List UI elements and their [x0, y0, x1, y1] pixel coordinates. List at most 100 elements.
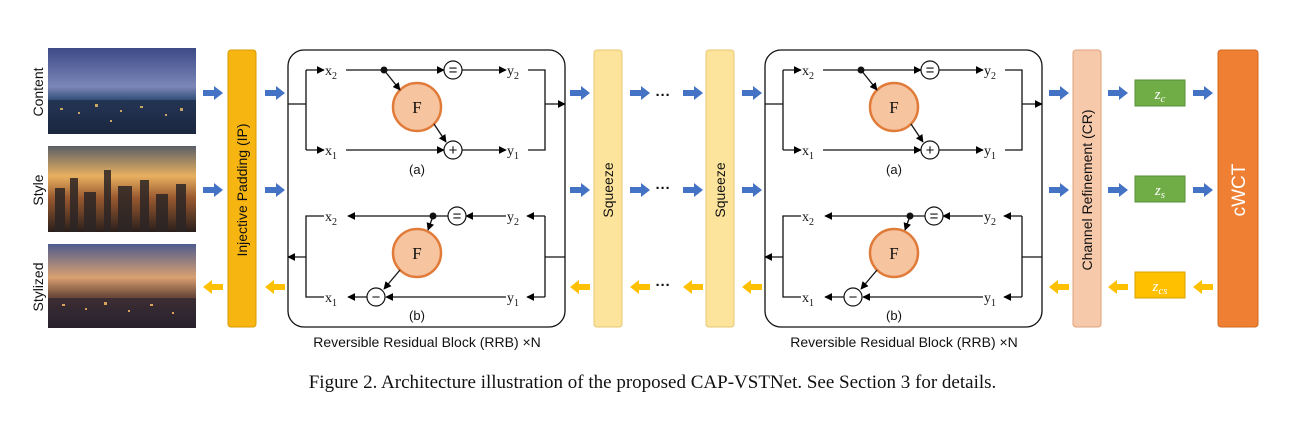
squeeze-box-2	[705, 49, 735, 328]
rrb-b-eq-op: =	[924, 206, 944, 226]
rrb-a-x1-label: x1	[802, 144, 814, 162]
cwct-label: cWCT	[1229, 163, 1250, 216]
zcs-box	[1134, 271, 1186, 299]
forward-arrow	[203, 86, 223, 100]
rrb-a-y1-label: y1	[507, 144, 519, 162]
content-image	[48, 48, 196, 134]
forward-arrow	[1193, 183, 1213, 197]
rrb-a-plus-op: +	[920, 140, 940, 160]
forward-arrow	[742, 183, 762, 197]
figure-caption: Figure 2. Architecture illustration of t…	[308, 372, 997, 393]
rrb-a-eq-op: =	[443, 60, 463, 80]
forward-arrow	[630, 183, 650, 197]
rrb-a-x2-label: x2	[802, 64, 814, 82]
rrb-panels: x2x1=y2+y1F(a)y2y1=x2−x1F(b)x2x1=y2+y1F(…	[287, 49, 1043, 328]
svg-text:+: +	[449, 142, 458, 159]
rrb-b-x1-label: x1	[802, 291, 814, 309]
style-image	[48, 146, 196, 232]
rrb-a-to-f	[383, 69, 401, 91]
squeeze-label-2: Squeeze	[712, 162, 728, 217]
rrb-b-f-to-minus	[383, 269, 401, 290]
rrb-b-y1-label: y1	[507, 291, 519, 309]
svg-text:=: =	[926, 62, 935, 79]
style-label: Style	[30, 174, 46, 205]
rrb-caption-1: Reversible Residual Block (RRB) ×N	[313, 334, 541, 350]
rrb-a-sublabel: (a)	[886, 162, 902, 177]
rrb-b-to-f	[426, 215, 435, 231]
forward-arrow	[1108, 183, 1128, 197]
ellipsis-bottom: ···	[656, 277, 671, 294]
zc-label: zc	[1154, 87, 1166, 105]
reverse-arrow	[570, 280, 590, 294]
rrb-b-y2-label: y2	[507, 210, 519, 228]
rrb-caption-2: Reversible Residual Block (RRB) ×N	[790, 334, 1018, 350]
forward-arrow	[203, 183, 223, 197]
forward-arrow	[630, 86, 650, 100]
reverse-arrow	[630, 280, 650, 294]
rrb-b-f-to-minus	[860, 269, 878, 290]
rrb-a-right-merge	[528, 69, 546, 151]
rrb-frame	[764, 49, 1043, 328]
reverse-arrow	[742, 280, 762, 294]
svg-text:F: F	[889, 244, 898, 263]
rrb-frame	[287, 49, 566, 328]
zc-box	[1134, 79, 1186, 107]
rrb-b-f-block: F	[868, 227, 920, 279]
rrb-b-minus-op: −	[843, 287, 863, 307]
cr-label: Channel Refinement (CR)	[1079, 109, 1095, 270]
reverse-arrow	[1193, 280, 1213, 294]
zcs-label: zcs	[1151, 279, 1167, 297]
rrb-b-sublabel: (b)	[409, 308, 425, 323]
ellipsis-mid: ···	[656, 180, 671, 197]
zs-box	[1134, 175, 1186, 203]
forward-arrow	[1049, 183, 1069, 197]
rrb-b-x2-label: x2	[802, 210, 814, 228]
svg-text:+: +	[926, 142, 935, 159]
rrb-b-y2-label: y2	[984, 210, 996, 228]
rrb-a-y1-label: y1	[984, 144, 996, 162]
svg-text:−: −	[372, 289, 381, 306]
forward-arrow	[683, 86, 703, 100]
forward-arrow	[570, 183, 590, 197]
channel-refinement-box	[1072, 49, 1102, 328]
stylized-image	[48, 244, 196, 328]
squeeze-label-1: Squeeze	[600, 162, 616, 217]
svg-text:=: =	[930, 208, 939, 225]
forward-arrow	[570, 86, 590, 100]
reverse-arrow	[1049, 280, 1069, 294]
rrb-b-f-block: F	[391, 227, 443, 279]
ellipsis-top: ···	[656, 87, 671, 104]
svg-text:−: −	[849, 289, 858, 306]
rrb-b-minus-op: −	[366, 287, 386, 307]
stylized-label: Stylized	[30, 262, 46, 311]
rrb-a-to-f	[860, 69, 878, 91]
rrb-a-right-merge	[1005, 69, 1023, 151]
squeeze-box-1	[593, 49, 623, 328]
svg-text:F: F	[889, 98, 898, 117]
rrb-a-sublabel: (a)	[409, 162, 425, 177]
rrb-a-f-block: F	[391, 81, 443, 133]
rrb-a-y2-label: y2	[984, 64, 996, 82]
forward-arrow	[265, 183, 285, 197]
rrb-a-f-block: F	[868, 81, 920, 133]
svg-text:=: =	[449, 62, 458, 79]
ip-label: Injective Padding (IP)	[234, 123, 250, 256]
svg-text:F: F	[412, 98, 421, 117]
injective-padding-box	[227, 49, 257, 328]
rrb-a-plus-op: +	[443, 140, 463, 160]
forward-arrow	[1049, 86, 1069, 100]
svg-text:F: F	[412, 244, 421, 263]
rrb-a-f-to-plus	[433, 123, 447, 143]
rrb-b-x2-label: x2	[325, 210, 337, 228]
reverse-arrow	[203, 280, 223, 294]
reverse-arrow	[1108, 280, 1128, 294]
rrb-b-x1-label: x1	[325, 291, 337, 309]
rrb-a-y2-label: y2	[507, 64, 519, 82]
forward-arrow	[1193, 86, 1213, 100]
rrb-b-sublabel: (b)	[886, 308, 902, 323]
rrb-b-eq-op: =	[447, 206, 467, 226]
svg-text:=: =	[453, 208, 462, 225]
forward-arrow	[1108, 86, 1128, 100]
